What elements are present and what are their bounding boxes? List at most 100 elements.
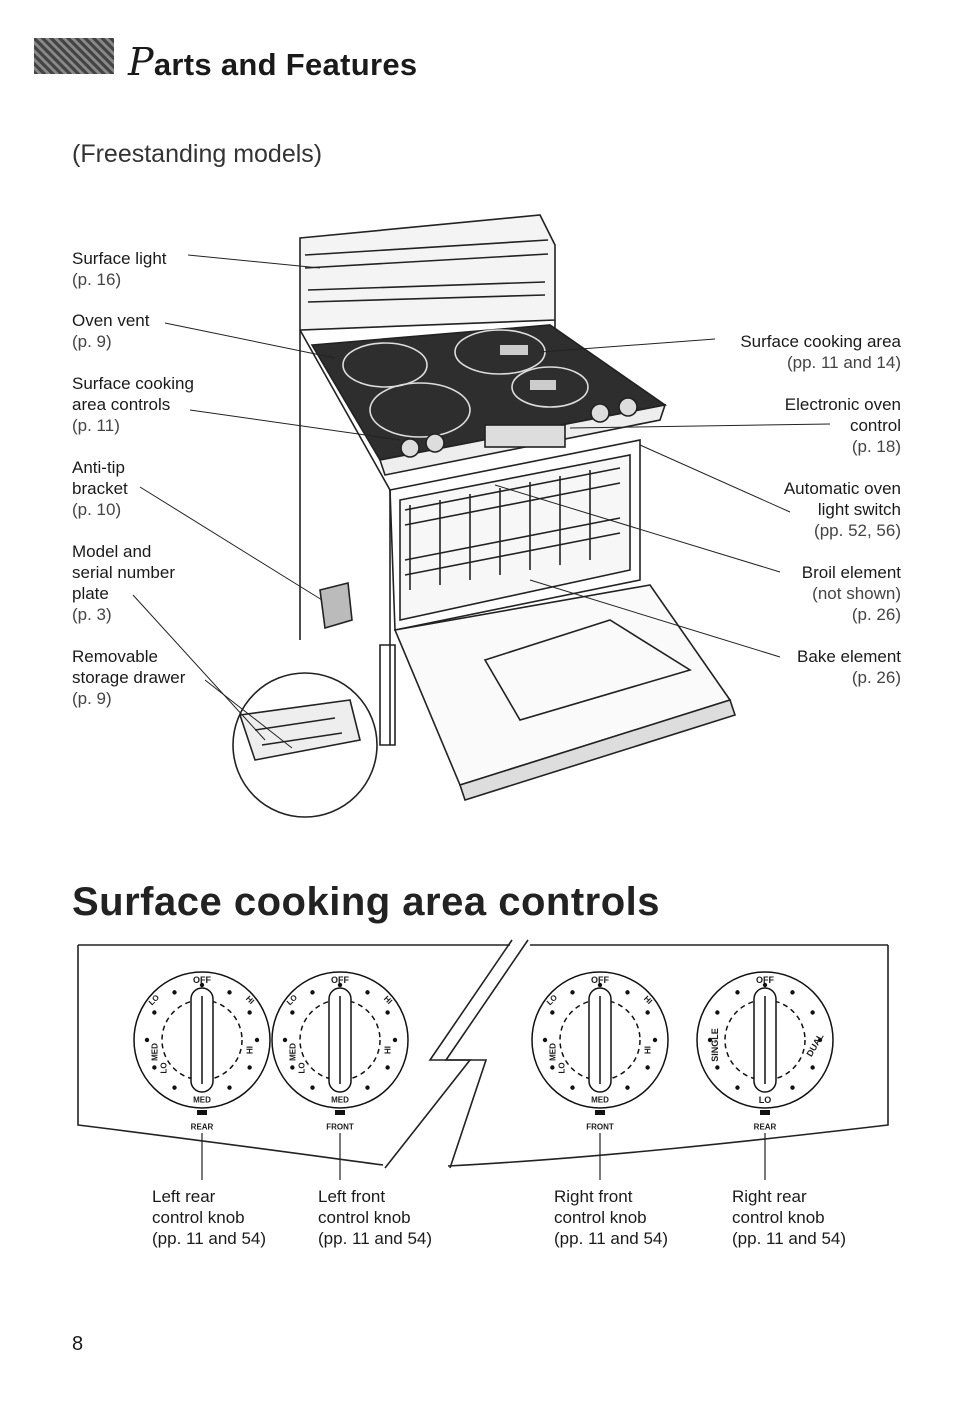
callout-anti-tip-bracket: Anti-tip bracket (p. 10) (72, 457, 128, 520)
callout-anti-tip-line2: bracket (72, 479, 128, 498)
left-front-knob-tick (365, 1085, 370, 1090)
right-rear-knob-line1: Right rear (732, 1187, 807, 1206)
left-front-knob-page: (pp. 11 and 54) (318, 1229, 433, 1248)
callout-light-switch-page: (pp. 52, 56) (814, 521, 901, 540)
left-front-knob-tick (310, 990, 315, 995)
left-front-knob-tick (290, 1065, 295, 1070)
callout-model-line1: Model and (72, 542, 152, 561)
right-rear-knob-tick (735, 990, 740, 995)
left-rear-knob-tick (247, 1010, 252, 1015)
callout-surface-cooking-area-controls: Surface cooking area controls (p. 11) (72, 373, 194, 436)
callout-oven-vent: Oven vent (p. 9) (72, 310, 150, 352)
page-title: Parts and Features (128, 40, 417, 84)
callout-controls-page: (p. 11) (72, 416, 120, 435)
left-rear-knob-tick (254, 1037, 260, 1043)
callout-drawer-page: (p. 9) (72, 689, 112, 708)
callout-model-line2: serial number (72, 563, 175, 582)
left-front-knob-ring (271, 971, 409, 1109)
header-badge-image (34, 38, 114, 74)
left-rear-knob-page: (pp. 11 and 54) (152, 1229, 267, 1248)
left-rear-knob-tick (172, 1085, 177, 1090)
left-front-knob-tick (392, 1037, 398, 1043)
right-front-knob-off-label: OFF (591, 975, 609, 985)
right-rear-knob-ring (696, 971, 834, 1109)
callout-surface-light-line1: Surface light (72, 249, 167, 268)
left-front-knob-tick (385, 1010, 390, 1015)
left-front-knob-tick (290, 1010, 295, 1015)
section-title-surface-controls: Surface cooking area controls (72, 880, 661, 924)
right-front-knob-tick (652, 1037, 658, 1043)
left-front-knob-hi-side-label: HI (383, 1046, 393, 1054)
right-front-knob-line1: Right front (554, 1187, 633, 1206)
left-front-knob-med-label: MED (331, 1095, 349, 1105)
callout-oven-vent-line1: Oven vent (72, 311, 150, 330)
callout-model-serial-plate: Model and serial number plate (p. 3) (72, 541, 175, 625)
right-rear-knob-indicator (760, 1110, 770, 1115)
right-front-knob-tick (570, 1085, 575, 1090)
left-front-knob-tick (385, 1065, 390, 1070)
right-front-knob-hi-side-label: HI (643, 1046, 653, 1054)
right-rear-knob-lo-label: LO (758, 1095, 772, 1105)
right-rear-knob-tick (817, 1037, 823, 1043)
callout-light-switch-line2: light switch (817, 500, 901, 519)
right-rear-knob-tick (790, 990, 795, 995)
callout-eoc-page: (p. 18) (851, 437, 901, 456)
right-rear-knob-position-label: REAR (753, 1122, 777, 1132)
callout-broil-line2: (not shown) (812, 584, 901, 603)
left-rear-knob-tick (227, 990, 232, 995)
right-rear-knob-dial (724, 999, 806, 1081)
left-rear-knob-tick (227, 1085, 232, 1090)
callout-broil-element: Broil element (not shown) (p. 26) (802, 562, 901, 625)
right-front-knob-tick (625, 1085, 630, 1090)
callout-eoc-line2: control (849, 416, 901, 435)
callout-eoc-line1: Electronic oven (784, 395, 901, 414)
callout-surface-cooking-area: Surface cooking area (pp. 11 and 14) (740, 331, 901, 373)
callout-model-line3: plate (72, 584, 109, 603)
right-rear-knob-tick (715, 1065, 720, 1070)
right-front-knob-position-label: FRONT (586, 1122, 614, 1132)
right-front-knob-tick (570, 990, 575, 995)
callout-oven-vent-page: (p. 9) (72, 332, 112, 351)
right-front-knob-tick (645, 1010, 650, 1015)
callout-drawer-line1: Removable (72, 647, 158, 666)
right-front-knob-tick (625, 990, 630, 995)
right-front-knob-lo-side-label: LO (557, 1062, 567, 1074)
left-rear-knob-indicator (197, 1110, 207, 1115)
callout-broil-line1: Broil element (801, 563, 901, 582)
left-rear-knob-tick (144, 1037, 150, 1043)
right-front-knob-med-label: MED (591, 1095, 609, 1105)
left-rear-knob-tick (152, 1010, 157, 1015)
right-rear-knob-tick (810, 1065, 815, 1070)
left-front-knob-tick (310, 1085, 315, 1090)
left-rear-knob-label: Left rear control knob (pp. 11 and 54) (152, 1186, 266, 1249)
left-front-knob-tick (282, 1037, 288, 1043)
right-rear-knob-off-label: OFF (756, 975, 774, 985)
right-front-knob-indicator (595, 1110, 605, 1115)
right-rear-knob-tick (762, 982, 768, 988)
left-front-knob-label: Left front control knob (pp. 11 and 54) (318, 1186, 432, 1249)
callout-light-switch-line1: Automatic oven (783, 479, 901, 498)
callout-cooking-area-page: (pp. 11 and 14) (786, 353, 901, 372)
callout-bake-line1: Bake element (797, 647, 901, 666)
callout-drawer-line2: storage drawer (72, 668, 186, 687)
right-rear-knob-label: Right rear control knob (pp. 11 and 54) (732, 1186, 846, 1249)
left-rear-knob-hi-side-label: HI (245, 1046, 255, 1054)
right-front-knob-dial (559, 999, 641, 1081)
right-front-knob-med-side-label: MED (548, 1043, 558, 1061)
callout-model-page: (p. 3) (72, 605, 112, 624)
right-front-knob-ring (531, 971, 669, 1109)
left-front-knob-tick (337, 982, 343, 988)
right-front-knob-tick (597, 982, 603, 988)
callout-bake-page: (p. 26) (851, 668, 901, 687)
right-front-knob-tick (550, 1010, 555, 1015)
callout-surface-light-page: (p. 16) (72, 270, 122, 289)
left-rear-knob-tick (152, 1065, 157, 1070)
right-rear-knob-tick (790, 1085, 795, 1090)
page-title-rest: arts and Features (153, 47, 418, 82)
section-subtitle: (Freestanding models) (72, 140, 323, 168)
right-rear-knob-tick (735, 1085, 740, 1090)
left-rear-knob-med-side-label: MED (150, 1043, 160, 1061)
page-number: 8 (72, 1333, 84, 1355)
